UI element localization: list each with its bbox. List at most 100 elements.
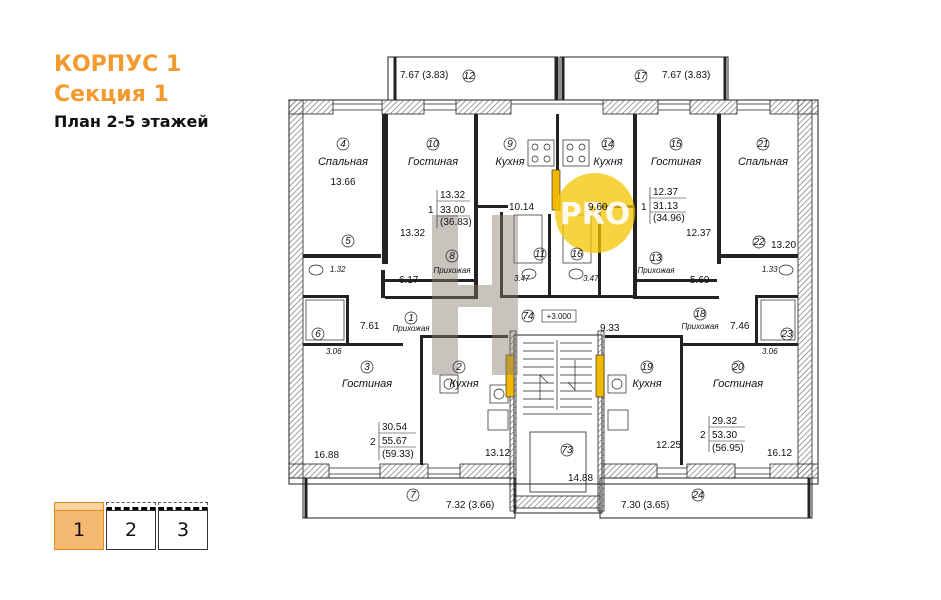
apt-3-total-balcony: (59.33)	[382, 449, 414, 460]
room-19-num: 19	[641, 362, 653, 373]
page-header: КОРПУС 1 Секция 1 План 2-5 этажей	[54, 50, 209, 134]
room-6-num: 6	[315, 329, 321, 340]
section-2-cap	[106, 502, 156, 510]
room-20-num: 20	[731, 362, 744, 373]
apt-2-total: 31.13	[653, 201, 678, 212]
room-18-num: 18	[694, 309, 706, 320]
room-15-label: Гостиная	[651, 156, 701, 168]
room-13-label: Прихожая	[637, 266, 675, 275]
section-3-label: 3	[176, 519, 190, 541]
room-8-num: 8	[449, 251, 455, 262]
room-18-label: Прихожая	[681, 322, 719, 331]
room-20-label: Гостиная	[713, 378, 763, 390]
apt-4-rooms: 2	[700, 430, 706, 441]
room-8-area: 6.17	[399, 275, 419, 286]
room-19-area: 12.25	[656, 440, 681, 451]
room-17-num: 17	[635, 71, 647, 82]
fixtures	[305, 139, 796, 431]
room-24-area: 7.30 (3.65)	[621, 500, 669, 511]
apt-3-living: 30.54	[382, 422, 407, 433]
room-21-label: Спальная	[738, 156, 788, 168]
apt-1-total-balcony: (36.83)	[440, 217, 472, 228]
watermark-text: PRO	[560, 197, 631, 232]
apt-2-total-balcony: (34.96)	[653, 213, 685, 224]
room-18-area: 7.46	[730, 321, 750, 332]
apt-3-rooms: 2	[370, 437, 376, 448]
section-1-cap	[54, 502, 104, 510]
room-73-area: 14.88	[568, 473, 593, 484]
section-title: Секция 1	[54, 82, 169, 107]
section-3-button[interactable]: 3	[158, 510, 208, 550]
stair-steps	[523, 340, 592, 415]
room-19-label: Кухня	[632, 378, 661, 390]
apt-2-living: 12.37	[653, 187, 678, 198]
room-14-num: 14	[602, 139, 614, 150]
room-73-num: 73	[561, 445, 573, 456]
section-selector: 1 2 3	[54, 502, 210, 554]
building-title: КОРПУС 1	[54, 52, 182, 77]
apt-4-living: 29.32	[712, 416, 737, 427]
room-3-num: 3	[364, 362, 370, 373]
room-12-num: 12	[463, 71, 475, 82]
room-24-num: 24	[691, 490, 704, 501]
room-22-area: 1.33	[762, 265, 778, 274]
room-1-area: 7.61	[360, 321, 380, 332]
room-23-num: 23	[780, 329, 793, 340]
apt-4-total-balcony: (56.95)	[712, 443, 744, 454]
room-10-area: 13.32	[400, 228, 425, 239]
room-3-label: Гостиная	[342, 378, 392, 390]
room-9-num: 9	[507, 139, 513, 150]
room-16-num: 16	[571, 249, 583, 260]
room-20-area: 16.12	[767, 448, 792, 459]
room-15-area: 12.37	[686, 228, 711, 239]
interior-walls	[303, 114, 798, 465]
room-2-area: 13.12	[485, 448, 510, 459]
section-2-label: 2	[124, 519, 138, 541]
room-22-num: 22	[752, 237, 765, 248]
room-1-label: Прихожая	[392, 324, 430, 333]
apt-2-rooms: 1	[641, 202, 647, 213]
room-4-label: Спальная	[318, 156, 368, 168]
riser-shaft	[505, 169, 605, 398]
room-4-num: 4	[340, 139, 346, 150]
room-16-area: 3.47	[583, 274, 599, 283]
room-21-num: 21	[756, 139, 768, 150]
room-9-label: Кухня	[495, 156, 524, 168]
section-2-button[interactable]: 2	[106, 510, 156, 550]
room-4-area: 13.66	[330, 177, 355, 188]
room-23-area: 3.06	[762, 347, 778, 356]
room-11-num: 11	[535, 249, 545, 260]
room-3-area: 16.88	[314, 450, 339, 461]
room-7-area: 7.32 (3.66)	[446, 500, 494, 511]
outer-walls	[288, 99, 819, 485]
apt-1-total: 33.00	[440, 205, 465, 216]
room-74-num: 74	[522, 311, 534, 322]
room-8-label: Прихожая	[433, 266, 471, 275]
section-1-button[interactable]: 1	[54, 510, 104, 550]
room-15-num: 15	[670, 139, 682, 150]
room-7-num: 7	[410, 490, 416, 501]
room-10-label: Гостиная	[408, 156, 458, 168]
plan-title: План 2-5 этажей	[54, 112, 209, 131]
room-13-area: 5.69	[690, 275, 710, 286]
room-14-area: 9.60	[588, 202, 608, 213]
apt-4-total: 53.30	[712, 430, 737, 441]
apt-1-living: 13.32	[440, 190, 465, 201]
watermark: PRO	[432, 173, 635, 375]
room-labels: 7.67 (3.83) 12 7.67 (3.83) 17 4 Спальная…	[311, 69, 796, 511]
room-13-num: 13	[650, 253, 662, 264]
room-14-label: Кухня	[593, 156, 622, 168]
room-2-label: Кухня	[449, 378, 478, 390]
room-9-area: 10.14	[509, 202, 534, 213]
room-12-area: 7.67 (3.83)	[400, 70, 448, 81]
stair-core	[509, 330, 605, 514]
room-74-area: 9.33	[600, 323, 620, 334]
section-3-cap	[158, 502, 208, 510]
room-6-area: 3.06	[326, 347, 342, 356]
apt-1-rooms: 1	[428, 205, 434, 216]
room-17-area: 7.67 (3.83)	[662, 70, 710, 81]
room-10-num: 10	[427, 139, 439, 150]
room-2-num: 2	[455, 362, 462, 373]
room-21-area: 13.20	[771, 240, 796, 251]
